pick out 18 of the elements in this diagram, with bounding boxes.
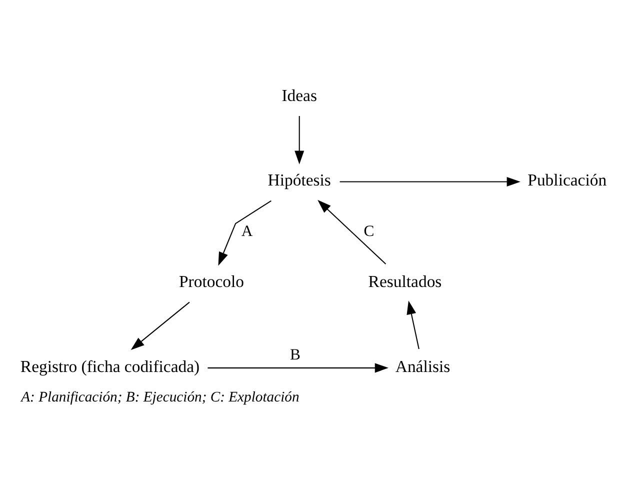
arrow <box>218 200 272 266</box>
node-text: Análisis <box>395 356 450 376</box>
node-text: Publicación <box>528 170 607 190</box>
arrow <box>130 302 190 350</box>
arrow <box>318 200 386 264</box>
node-text: Hipótesis <box>268 170 331 190</box>
node-text: Resultados <box>368 272 442 292</box>
edge-label: C <box>364 223 374 240</box>
node-text: Ideas <box>282 86 317 105</box>
arrow <box>294 116 304 164</box>
edge-label: B <box>290 346 301 364</box>
edge-label: A <box>241 223 252 240</box>
caption: A: Planificación; B: Ejecución; C: Explotación <box>21 390 300 406</box>
node-text: Protocolo <box>178 272 244 292</box>
node-text: Registro (ficha codificada) <box>20 356 200 376</box>
arrow <box>208 363 388 373</box>
arrow <box>406 300 420 350</box>
arrow <box>340 176 520 186</box>
